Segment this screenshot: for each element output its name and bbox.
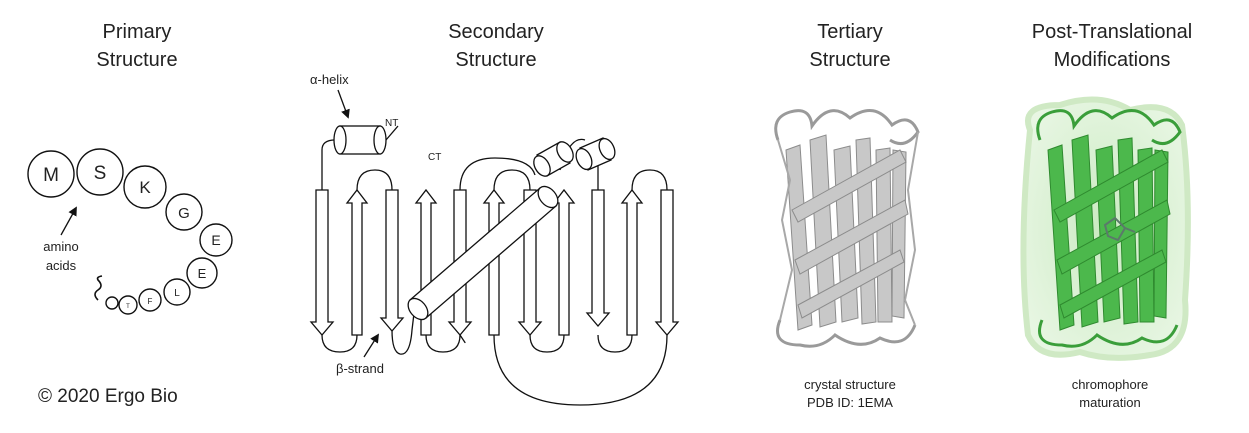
residue-circle <box>76 148 124 196</box>
beta-strand <box>654 189 680 337</box>
nt-label: NT <box>385 118 398 129</box>
primary-title-line1: Primary <box>102 21 172 43</box>
beta-strand-arrow <box>363 333 379 358</box>
loop <box>356 169 393 191</box>
diagonal-ribbon <box>791 149 907 223</box>
loop <box>391 304 416 355</box>
diagonal-ribbon <box>1053 149 1169 223</box>
beta-strand <box>552 188 576 336</box>
copyright-text: © 2020 Ergo Bio <box>38 386 178 407</box>
alpha-helix-cylinder <box>333 125 399 155</box>
loop <box>597 334 633 353</box>
ptm-title-line2: Modifications <box>1053 49 1171 71</box>
tertiary-title-line2: Structure <box>809 49 891 71</box>
residue-label: E <box>211 232 220 248</box>
loop <box>529 334 565 353</box>
amino-label-line2: acids <box>46 258 77 273</box>
ribbon-loop <box>776 319 917 348</box>
ptm-caption-line1: chromophore <box>1071 377 1149 392</box>
residue-circle <box>123 165 167 209</box>
loop <box>459 157 536 191</box>
residue-circle <box>199 223 233 257</box>
diagonal-ribbon <box>797 249 905 319</box>
ptm-caption: chromophore maturation <box>1020 376 1200 412</box>
alpha-helix-arrow <box>337 89 350 119</box>
residue-circle <box>186 257 218 289</box>
ribbon-loop <box>1036 109 1182 146</box>
secondary-structure-diagram <box>309 125 680 406</box>
beta-sheet-ribbon <box>891 149 907 319</box>
amino-acids-arrow <box>60 206 77 236</box>
tertiary-ribbon-model <box>774 109 920 348</box>
ptm-ribbon-model <box>1020 96 1191 361</box>
beta-strand <box>345 188 369 336</box>
secondary-title-line1: Secondary <box>448 21 544 43</box>
small-helix <box>575 137 616 171</box>
residue-circle <box>163 278 191 306</box>
secondary-structure-title: Secondary Structure <box>416 18 576 74</box>
chromophore <box>1103 216 1136 242</box>
tertiary-caption-line2: PDB ID: 1EMA <box>807 395 893 410</box>
residue-label: K <box>139 178 151 197</box>
beta-sheet-ribbon <box>1153 149 1169 319</box>
ct-label: CT <box>428 152 441 163</box>
tertiary-caption-line1: crystal structure <box>804 377 896 392</box>
residue-label: T <box>126 304 130 310</box>
beta-strand-label: β-strand <box>336 361 384 376</box>
residue-circle <box>27 150 75 198</box>
ribbon-loop <box>1038 319 1179 348</box>
central-helix <box>407 185 559 321</box>
beta-sheet-ribbon <box>1047 144 1075 331</box>
primary-structure-title: Primary Structure <box>57 18 217 74</box>
diagonal-ribbon <box>1059 249 1167 319</box>
loop <box>321 139 336 190</box>
residue-label: L <box>174 288 180 299</box>
ptm-title-line1: Post-Translational <box>1031 21 1193 43</box>
primary-structure-diagram <box>27 148 233 315</box>
loop <box>321 334 358 353</box>
residue-circle <box>118 295 138 315</box>
residue-label: F <box>148 297 153 306</box>
ptm-title: Post-Translational Modifications <box>1002 18 1222 74</box>
chain-tail <box>94 275 103 301</box>
beta-strand <box>585 189 611 328</box>
residue-label: G <box>178 205 190 222</box>
ribbon-loop <box>774 109 920 146</box>
beta-strand <box>620 188 644 336</box>
residue-label: S <box>94 163 107 184</box>
beta-strand <box>309 189 335 337</box>
amino-label-line1: amino <box>43 239 78 254</box>
primary-title-line2: Structure <box>96 49 178 71</box>
diagonal-ribbon <box>794 199 909 275</box>
residue-circle <box>105 296 119 310</box>
ptm-caption-line2: maturation <box>1079 395 1141 410</box>
diagonal-ribbon <box>1056 199 1171 275</box>
loop <box>493 334 668 406</box>
loop <box>631 169 668 191</box>
small-helix <box>533 141 574 177</box>
secondary-title-line2: Structure <box>455 49 537 71</box>
alpha-helix-label: α-helix <box>310 72 349 87</box>
loop <box>425 334 461 353</box>
beta-sheet-ribbon <box>785 144 813 331</box>
tertiary-caption: crystal structure PDB ID: 1EMA <box>760 376 940 412</box>
residue-circle <box>138 288 162 312</box>
beta-strand <box>379 189 405 333</box>
residue-labels: M S K G E E L F T <box>43 163 221 310</box>
loop <box>459 334 466 344</box>
loop <box>493 169 531 191</box>
residue-label: E <box>198 266 207 281</box>
residue-circle <box>165 193 203 231</box>
tertiary-structure-title: Tertiary Structure <box>770 18 930 74</box>
residue-label: M <box>43 165 59 186</box>
tertiary-title-line1: Tertiary <box>817 21 883 43</box>
